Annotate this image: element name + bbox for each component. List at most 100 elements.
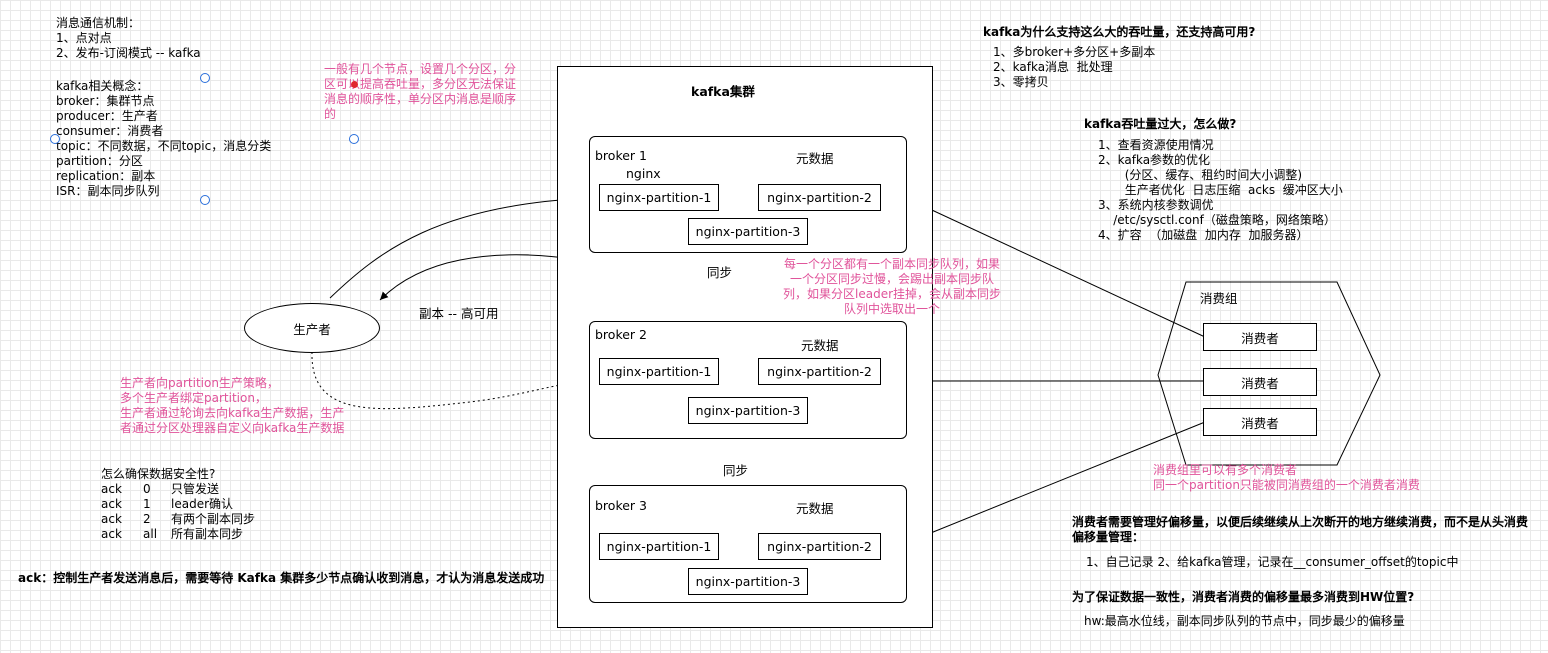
producer-node[interactable]: 生产者 (244, 303, 380, 353)
list-item: 1、查看资源使用情况 (1098, 138, 1214, 152)
list-item: (分区、缓存、租约时间大小调整) (1098, 168, 1303, 182)
note-line: 1、点对点 (56, 31, 112, 45)
broker-name: broker 1 (595, 148, 647, 163)
consumer-group-title: 消费组 (1200, 291, 1238, 306)
ack-desc: 所有副本同步 (171, 527, 244, 541)
metadata-label: 元数据 (796, 151, 834, 166)
note-line: ISR：副本同步队列 (56, 184, 160, 198)
note-line: 每一个分区都有一个副本同步队列，如果 (784, 257, 1001, 271)
metadata-label: 元数据 (801, 338, 839, 353)
producer-to-broker1-arrow (329, 194, 591, 299)
broker2-partition-1[interactable]: nginx-partition-1 (599, 358, 719, 385)
broker2-partition-3[interactable]: nginx-partition-3 (688, 397, 808, 424)
note-line: 消费组里可以有多个消费者 (1153, 463, 1298, 477)
partition-tip-note: 一般有几个节点，设置几个分区，分 区可以提高吞吐量，多分区无法保证 消息的顺序性… (324, 62, 516, 122)
selection-dot[interactable] (351, 81, 358, 88)
note-line: 同一个partition只能被同消费组的一个消费者消费 (1153, 478, 1420, 492)
note-line: 生产者向partition生产策略， (120, 376, 279, 390)
resize-handle[interactable] (200, 195, 210, 205)
note-line: 区可以提高吞吐量，多分区无法保证 (324, 77, 517, 91)
note-line: 2、发布-订阅模式 -- kafka (56, 46, 201, 60)
note-line: 列，如果分区leader挂掉，会从副本同步 (783, 287, 1002, 301)
safety-note: 怎么确保数据安全性? (101, 467, 215, 482)
broker3-partition-3[interactable]: nginx-partition-3 (688, 568, 808, 595)
list-item: 生产者优化 日志压缩 acks 缓冲区大小 (1098, 183, 1343, 197)
resize-handle[interactable] (349, 134, 359, 144)
broker1-partition-3[interactable]: nginx-partition-3 (688, 218, 808, 245)
ack-row: ack 1 leader确认 (101, 497, 255, 512)
ack-key: ack (101, 527, 122, 541)
sync-label: 同步 (707, 265, 733, 280)
broker3-partition-2[interactable]: nginx-partition-2 (758, 533, 881, 560)
ack-desc: 只管发送 (171, 482, 220, 496)
note-line: 消息通信机制： (56, 16, 141, 30)
note-line: 的 (324, 107, 337, 121)
broker2-partition-2[interactable]: nginx-partition-2 (758, 358, 881, 385)
ack-value: 2 (143, 512, 151, 526)
note-line: 偏移量管理： (1072, 530, 1145, 544)
ack-row: ack 2 有两个副本同步 (101, 512, 255, 527)
note-line: 一个分区同步过慢，会踢出副本同步队 (790, 272, 995, 286)
offset-title: 消费者需要管理好偏移量，以便后续继续从上次断开的地方继续消费，而不是从头消费 偏… (1072, 515, 1528, 545)
list-item: 4、扩容 （加磁盘 加内存 加服务器） (1098, 228, 1309, 242)
ack-key: ack (101, 497, 122, 511)
note-line: partition：分区 (56, 154, 143, 168)
note-line: 一般有几个节点，设置几个分区，分 (324, 62, 517, 76)
consumer-3[interactable]: 消费者 (1203, 408, 1317, 436)
list-item: 2、kafka参数的优化 (1098, 153, 1211, 167)
list-item: 2、kafka消息 批处理 (993, 60, 1113, 74)
cluster-title: kafka集群 (691, 84, 755, 99)
consumer-1[interactable]: 消费者 (1203, 323, 1317, 351)
overload-list: 1、查看资源使用情况 2、kafka参数的优化 (分区、缓存、租约时间大小调整)… (1098, 138, 1343, 243)
ack-desc: 有两个副本同步 (171, 512, 256, 526)
note-line: 消费者需要管理好偏移量，以便后续继续从上次断开的地方继续消费，而不是从头消费 (1072, 515, 1529, 529)
topic-label: nginx (626, 166, 661, 181)
producer-strategy-arrow (311, 351, 591, 410)
producer-strategy-note: 生产者向partition生产策略， 多个生产者绑定partition， 生产者… (120, 376, 344, 436)
ack-key: ack (101, 482, 122, 496)
broker-name: broker 3 (595, 498, 647, 513)
ack-value: 0 (143, 482, 151, 496)
replica-label: 副本 -- 高可用 (419, 306, 499, 321)
list-item: 1、多broker+多分区+多副本 (993, 45, 1156, 59)
ack-desc: leader确认 (171, 497, 234, 511)
throughput-title: kafka为什么支持这么大的吞吐量，还支持高可用? (983, 25, 1256, 39)
broker1-partition-1[interactable]: nginx-partition-1 (599, 184, 719, 211)
note-line: broker：集群节点 (56, 94, 155, 108)
note-line: consumer：消费者 (56, 124, 164, 138)
ack-definition: ack：控制生产者发送消息后，需要等待 Kafka 集群多少节点确认收到消息，才… (18, 571, 545, 585)
overload-title: kafka吞吐量过大，怎么做? (1084, 117, 1237, 131)
safety-title: 怎么确保数据安全性? (101, 467, 216, 481)
note-line: replication：副本 (56, 169, 156, 183)
consumer-group-hexagon (1157, 281, 1381, 466)
ack-row: ack 0 只管发送 (101, 482, 255, 497)
broker3-consumer-line (905, 421, 1206, 544)
hw-title: 为了保证数据一致性，消费者消费的偏移量最多消费到HW位置? (1072, 590, 1415, 604)
mechanism-note: 消息通信机制： 1、点对点 2、发布-订阅模式 -- kafka (56, 16, 201, 61)
resize-handle[interactable] (200, 73, 210, 83)
broker-name: broker 2 (595, 327, 647, 342)
ack-key: ack (101, 512, 122, 526)
note-line: producer：生产者 (56, 109, 158, 123)
note-line: 队列中选取出一个 (844, 302, 941, 316)
offset-items: 1、自己记录 2、给kafka管理，记录在__consumer_offset的t… (1086, 555, 1459, 569)
group-tip-note: 消费组里可以有多个消费者 同一个partition只能被同消费组的一个消费者消费 (1153, 463, 1420, 493)
concepts-note: kafka相关概念： broker：集群节点 producer：生产者 cons… (56, 79, 271, 199)
isr-tip-note: 每一个分区都有一个副本同步队列，如果 一个分区同步过慢，会踢出副本同步队 列，如… (783, 257, 1001, 317)
note-line: 者通过分区处理器自定义向kafka生产数据 (120, 421, 345, 435)
ack-value: 1 (143, 497, 151, 511)
note-line: topic：不同数据，不同topic，消息分类 (56, 139, 272, 153)
resize-handle[interactable] (50, 134, 60, 144)
list-item: 3、零拷贝 (993, 75, 1049, 89)
hw-desc: hw:最高水位线，副本同步队列的节点中，同步最少的偏移量 (1084, 614, 1405, 628)
note-line: 生产者通过轮询去向kafka生产数据，生产 (120, 406, 345, 420)
broker3-partition-1[interactable]: nginx-partition-1 (599, 533, 719, 560)
consumer-2[interactable]: 消费者 (1203, 368, 1317, 396)
throughput-list: 1、多broker+多分区+多副本 2、kafka消息 批处理 3、零拷贝 (993, 45, 1155, 90)
broker1-partition-2[interactable]: nginx-partition-2 (758, 184, 881, 211)
metadata-label: 元数据 (796, 501, 834, 516)
note-line: 消息的顺序性，单分区内消息是顺序 (324, 92, 517, 106)
producer-label: 生产者 (293, 321, 331, 337)
